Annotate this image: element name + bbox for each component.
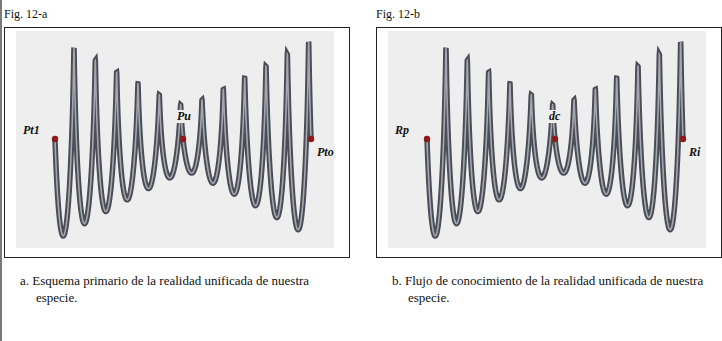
figure-caption: a. Esquema primario de la realidad unifi… bbox=[20, 273, 336, 307]
point-label: dc bbox=[548, 110, 561, 123]
point-dot bbox=[308, 136, 314, 142]
point-label: Pto bbox=[316, 146, 335, 159]
figure-number: Fig. 12-b bbox=[376, 8, 420, 21]
point-label: Rp bbox=[394, 124, 410, 137]
point-label: Ri bbox=[688, 146, 701, 159]
point-label: Pu bbox=[176, 110, 192, 123]
coil-highlight bbox=[55, 42, 311, 236]
page-edge-line bbox=[0, 0, 3, 341]
coil-tube bbox=[427, 42, 683, 236]
point-dot bbox=[180, 136, 186, 142]
coil-illustration bbox=[5, 28, 349, 257]
figure-caption: b. Flujo de conocimiento de la realidad … bbox=[392, 273, 708, 307]
point-dot bbox=[680, 136, 686, 142]
point-dot bbox=[52, 136, 58, 142]
page-edge-line bbox=[0, 0, 1, 341]
coil-tube bbox=[55, 42, 311, 236]
coil-highlight bbox=[427, 42, 683, 236]
figure-frame bbox=[376, 27, 722, 258]
point-dot bbox=[552, 136, 558, 142]
coil-illustration bbox=[377, 28, 721, 257]
point-label: Pt1 bbox=[22, 124, 41, 137]
figure-number: Fig. 12-a bbox=[4, 8, 47, 21]
point-dot bbox=[424, 136, 430, 142]
figure-frame bbox=[4, 27, 350, 258]
